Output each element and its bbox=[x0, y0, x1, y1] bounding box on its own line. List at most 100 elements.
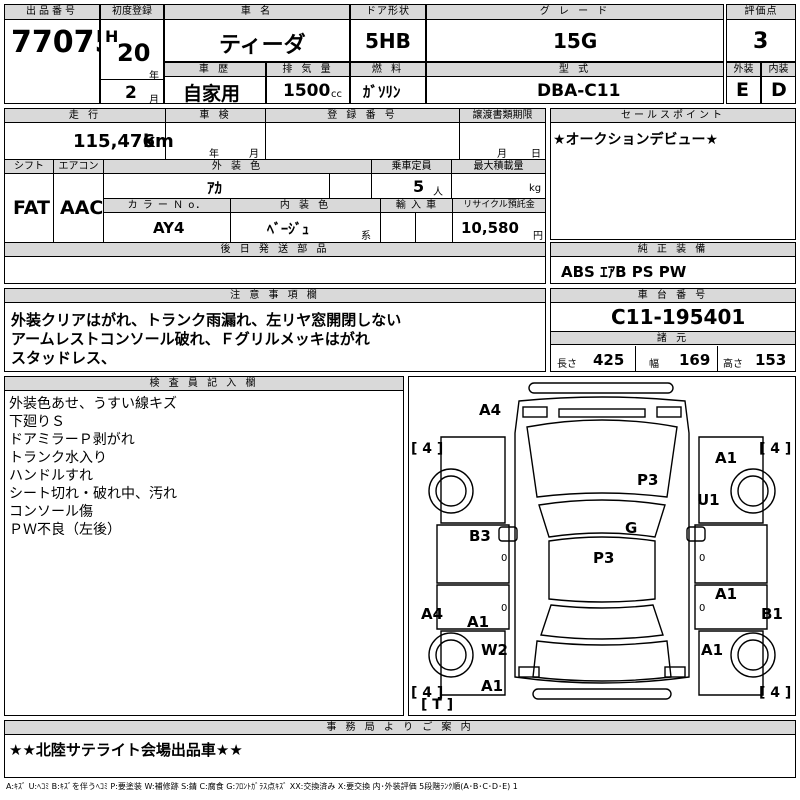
right-rear-door-zero: 0 bbox=[699, 603, 706, 614]
left-front-door-zero: 0 bbox=[501, 553, 508, 564]
interior-label: 内装 bbox=[762, 63, 795, 77]
exterior-label: 外装 bbox=[727, 63, 760, 77]
mark-windshield-g: G bbox=[625, 519, 638, 537]
right-mirror-outline bbox=[686, 526, 706, 542]
left-mirror-outline bbox=[498, 526, 518, 542]
car-diagram-box: A4 A1 P3 U1 G B3 P3 A4 A1 B1 A1 W2 A1 A1… bbox=[408, 376, 796, 716]
first-reg-label: 初度登録 bbox=[101, 5, 163, 20]
lot-label: 出品番号 bbox=[5, 5, 99, 20]
left-rear-fender bbox=[440, 630, 506, 696]
inspector-line-2: 下廻りＳ bbox=[9, 414, 65, 430]
specs-label: 諸 元 bbox=[551, 331, 795, 345]
right-front-fender bbox=[698, 436, 764, 524]
mark-hood-p3: P3 bbox=[637, 471, 659, 489]
color-no: AY4 bbox=[153, 219, 185, 237]
capacity-unit: 人 bbox=[433, 187, 443, 198]
inspector-line-5: ハンドルすれ bbox=[9, 468, 93, 484]
model-label: 型 式 bbox=[427, 63, 723, 77]
door-box: ドア形状 5HB bbox=[350, 4, 426, 62]
capacity-label: 乗車定員 bbox=[371, 160, 451, 174]
reg-no-label: 登 録 番 号 bbox=[265, 109, 459, 123]
inspector-line-8: ＰＷ不良（左後） bbox=[9, 522, 121, 538]
door-type: 5HB bbox=[365, 29, 411, 53]
chassis-label: 車 台 番 号 bbox=[551, 289, 795, 303]
tire-front-right: [ 4 ] bbox=[759, 441, 792, 457]
car-name: ティーダ bbox=[219, 33, 306, 58]
notes-line-3: スタッドレス、 bbox=[11, 349, 117, 367]
chassis-number: C11-195401 bbox=[611, 305, 746, 329]
width-label: 幅 bbox=[649, 359, 659, 370]
int-color-label: 内 装 色 bbox=[230, 199, 380, 213]
exterior-grade: E bbox=[736, 79, 749, 101]
ext-color: ｱｶ bbox=[207, 179, 223, 197]
right-rear-door bbox=[694, 584, 768, 630]
load-label: 最大積載量 bbox=[451, 160, 545, 174]
ac-label: エアコン bbox=[53, 160, 103, 174]
color-no-label: カ ラ ー Ｎ o． bbox=[104, 199, 230, 213]
shift: FAT bbox=[13, 197, 50, 219]
trunk-box: [ T ] bbox=[421, 697, 454, 713]
office-box: 事 務 局 よ り ご 案 内 ★★北陸サテライト会場出品車★★ bbox=[4, 720, 796, 778]
displacement-label: 排 気 量 bbox=[267, 63, 349, 77]
inspection-label: 車 検 bbox=[165, 109, 265, 123]
int-color-unit: 系 bbox=[361, 231, 371, 242]
history-box: 車 歴 自家用 bbox=[164, 62, 266, 105]
mileage-label: 走 行 bbox=[5, 109, 165, 123]
fuel: ｶﾞｿﾘﾝ bbox=[363, 83, 401, 101]
reg-year: 20 bbox=[117, 39, 151, 67]
front-left-wheel-inner bbox=[435, 475, 467, 507]
mileage-unit: km bbox=[143, 131, 174, 152]
history: 自家用 bbox=[183, 83, 241, 105]
inspector-line-4: トランク水入り bbox=[9, 450, 107, 466]
interior-grade: D bbox=[771, 79, 787, 101]
sales-point-label: セールスポイント bbox=[551, 109, 795, 123]
first-registration-box: 初度登録 H 20 年 2 月 bbox=[100, 4, 164, 106]
interior-box: 内装 D bbox=[761, 62, 796, 104]
recycle: 10,580 bbox=[461, 219, 519, 237]
model: DBA-C11 bbox=[537, 81, 621, 101]
inspector-label: 検 査 員 記 入 欄 bbox=[5, 377, 403, 391]
notes-box: 注 意 事 項 欄 外装クリアはがれ、トランク雨漏れ、左リヤ窓開閉しない アーム… bbox=[4, 288, 546, 372]
equipment-text: ABS ｴｱB PS PW bbox=[561, 263, 687, 281]
left-rear-door-zero: 0 bbox=[501, 603, 508, 614]
notes-line-2: アームレストコンソール破れ、Ｆグリルメッキはがれ bbox=[11, 330, 370, 348]
mark-right-rear-door-a1: A1 bbox=[715, 585, 738, 603]
roof-outline bbox=[548, 536, 656, 603]
front-left-wheel bbox=[428, 468, 474, 514]
grade-label: グ レ ー ド bbox=[427, 5, 723, 20]
inspection-month-unit: 月 bbox=[249, 149, 259, 160]
transfer-label: 譲渡書類期限 bbox=[459, 109, 545, 123]
fuel-box: 燃 料 ｶﾞｿﾘﾝ bbox=[350, 62, 426, 104]
car-name-label: 車 名 bbox=[165, 5, 349, 20]
car-diagram bbox=[428, 382, 776, 700]
ext-color-label: 外 装 色 bbox=[103, 160, 371, 174]
lot-number: 77075 bbox=[11, 25, 116, 60]
office-text: ★★北陸サテライト会場出品車★★ bbox=[9, 741, 243, 759]
score-box: 評価点 3 bbox=[726, 4, 796, 62]
vehicle-info-block: 走 行 車 検 登 録 番 号 譲渡書類期限 115,476 km 年 月 月 … bbox=[4, 108, 546, 284]
sales-point-text: ★オークションデビュー★ bbox=[553, 132, 719, 148]
length-label: 長さ bbox=[557, 359, 577, 370]
import-label: 輸 入 車 bbox=[380, 199, 452, 213]
fuel-label: 燃 料 bbox=[351, 63, 425, 77]
rear-bumper-outline bbox=[532, 688, 672, 700]
trunk-outline bbox=[532, 640, 672, 682]
notes-label: 注 意 事 項 欄 bbox=[5, 289, 545, 303]
inspector-line-1: 外装色あせ、うすい線キズ bbox=[9, 396, 177, 412]
inspector-line-6: シート切れ・破れ中、汚れ bbox=[9, 486, 177, 502]
displacement: 1500 bbox=[283, 81, 331, 101]
office-label: 事 務 局 よ り ご 案 内 bbox=[5, 721, 795, 735]
mark-right-front-fender-a1: A1 bbox=[715, 449, 738, 467]
grade: 15G bbox=[553, 29, 598, 53]
sales-point-box: セールスポイント ★オークションデビュー★ bbox=[550, 108, 796, 240]
model-box: 型 式 DBA-C11 bbox=[426, 62, 724, 104]
load-unit: kg bbox=[529, 183, 542, 194]
height: 153 bbox=[755, 351, 787, 369]
front-grille bbox=[558, 408, 646, 418]
width: 169 bbox=[679, 351, 711, 369]
mark-right-rear-fender-a1: A1 bbox=[701, 641, 724, 659]
mark-rear-a1: A1 bbox=[481, 677, 504, 695]
ac: AAC bbox=[60, 197, 104, 219]
right-front-door-zero: 0 bbox=[699, 553, 706, 564]
rear-left-wheel-inner bbox=[435, 639, 467, 671]
